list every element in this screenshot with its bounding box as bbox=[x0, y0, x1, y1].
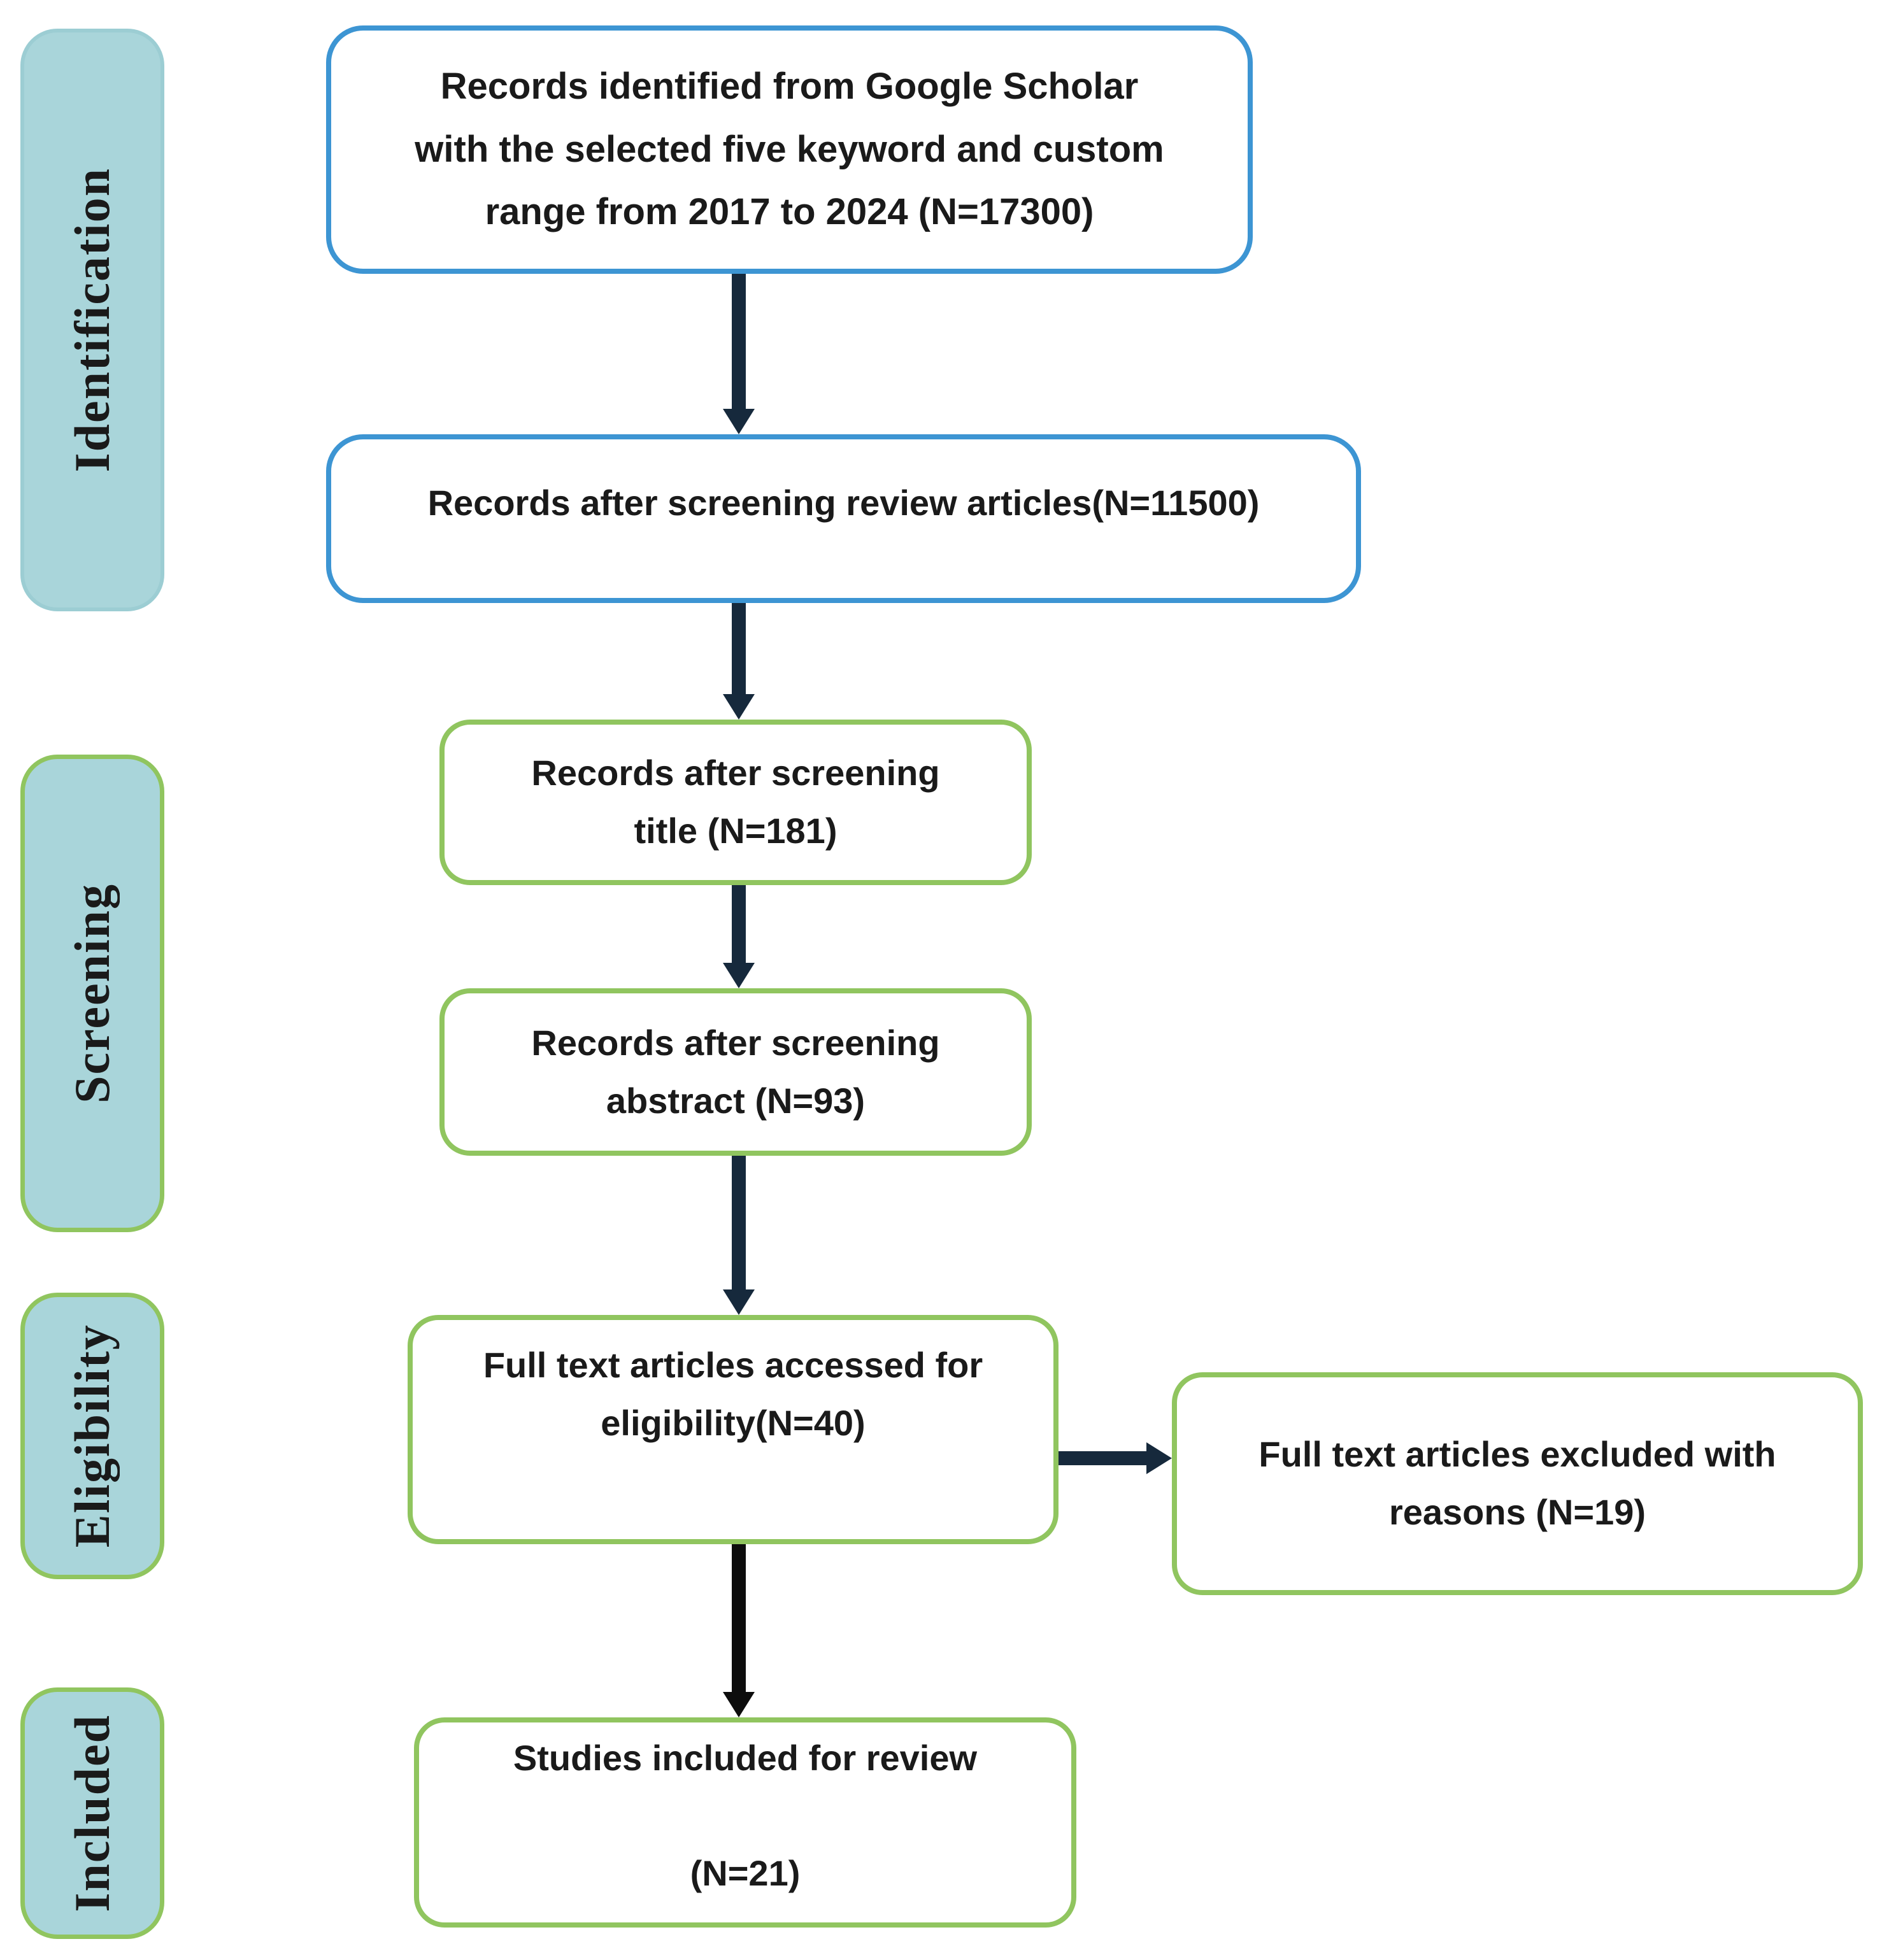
node-text: Records after screening review articles(… bbox=[427, 483, 1260, 523]
node-text: Records identified from Google Scholar w… bbox=[415, 66, 1164, 233]
node-text: Full text articles excluded with reasons… bbox=[1258, 1434, 1776, 1532]
arrowhead-down-icon bbox=[723, 963, 755, 988]
arrow-shaft bbox=[1059, 1451, 1148, 1465]
node-text: Records after screening abstract (N=93) bbox=[531, 1022, 940, 1121]
node-records-identified: Records identified from Google Scholar w… bbox=[326, 25, 1253, 274]
node-full-text-excluded: Full text articles excluded with reasons… bbox=[1172, 1372, 1863, 1595]
node-text: Studies included for review (N=21) bbox=[513, 1737, 978, 1894]
arrow-shaft bbox=[732, 603, 746, 694]
node-text: Records after screening title (N=181) bbox=[531, 753, 940, 851]
node-records-after-review-screening: Records after screening review articles(… bbox=[326, 434, 1361, 603]
stage-label-included: Included bbox=[20, 1687, 164, 1939]
arrowhead-right-icon bbox=[1146, 1442, 1172, 1474]
stage-label-text: Screening bbox=[64, 883, 120, 1104]
arrow-shaft bbox=[732, 1544, 746, 1692]
stage-label-text: Included bbox=[64, 1714, 120, 1912]
arrow-shaft bbox=[732, 885, 746, 963]
node-records-after-abstract-screening: Records after screening abstract (N=93) bbox=[439, 988, 1032, 1156]
stage-label-text: Identification bbox=[64, 167, 120, 472]
node-records-after-title-screening: Records after screening title (N=181) bbox=[439, 720, 1032, 885]
stage-label-screening: Screening bbox=[20, 755, 164, 1232]
arrowhead-down-icon bbox=[723, 1692, 755, 1717]
stage-label-eligibility: Eligibility bbox=[20, 1293, 164, 1579]
node-text: Full text articles accessed for eligibil… bbox=[483, 1345, 983, 1443]
arrowhead-down-icon bbox=[723, 694, 755, 720]
node-studies-included: Studies included for review (N=21) bbox=[414, 1717, 1076, 1928]
arrowhead-down-icon bbox=[723, 1289, 755, 1315]
arrow-shaft bbox=[732, 274, 746, 409]
arrow-shaft bbox=[732, 1156, 746, 1289]
stage-label-identification: Identification bbox=[20, 29, 164, 611]
stage-label-text: Eligibility bbox=[64, 1324, 120, 1548]
arrowhead-down-icon bbox=[723, 409, 755, 434]
node-full-text-assessed: Full text articles accessed for eligibil… bbox=[408, 1315, 1059, 1544]
